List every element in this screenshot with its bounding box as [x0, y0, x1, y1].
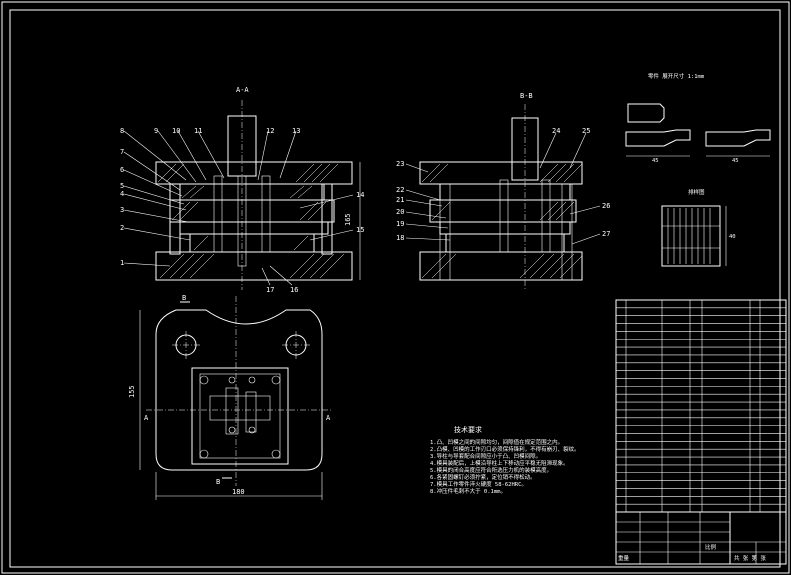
dim-overall-width: 180	[232, 488, 245, 496]
part-number-4: 4	[120, 190, 124, 198]
part-number-10: 10	[172, 127, 180, 135]
section-mark-a-left: A	[144, 414, 149, 422]
section-mark-b-bottom: B	[216, 478, 220, 486]
part-number-17: 17	[266, 286, 274, 294]
part-number-9: 9	[154, 127, 158, 135]
section-aa-view: A-A	[120, 86, 364, 294]
part-number-16: 16	[290, 286, 298, 294]
tech-note-5: 5.模具的闭合高度应符合所选压力机的装模高度。	[430, 466, 552, 474]
title-scale-label: 比例	[705, 543, 717, 551]
part-number-5: 5	[120, 182, 124, 190]
part-number-2: 2	[120, 224, 124, 232]
part-number-6: 6	[120, 166, 124, 174]
section-bb-view: B-B	[396, 92, 610, 290]
tech-title: 技术要求	[454, 425, 482, 434]
part-number-11: 11	[194, 127, 202, 135]
dim-detail-width-1: 45	[652, 158, 659, 164]
part-number-20: 20	[396, 208, 404, 216]
part-number-12: 12	[266, 127, 274, 135]
tech-note-4: 4.模具装配后，上模沿导柱上下移动应平稳无阻滞现象。	[430, 459, 569, 467]
part-number-18: 18	[396, 234, 404, 242]
tech-note-6: 6.各紧固螺钉必须拧紧，定位销不得松动。	[430, 473, 536, 481]
part-number-19: 19	[396, 220, 404, 228]
strip-layout-view: 排样图 40	[661, 188, 736, 267]
detail-label: 零件 展开尺寸 1:1mm	[648, 72, 705, 80]
bom-table	[615, 299, 787, 513]
part-number-7: 7	[120, 148, 124, 156]
part-number-1: 1	[120, 259, 124, 267]
title-block: 比例 重量 共 张 第 张	[615, 511, 787, 565]
dim-die-height: 165	[344, 213, 352, 226]
title-sheet-label: 共 张 第 张	[734, 554, 766, 562]
tech-note-1: 1.凸、凹模之间的间隙均匀，间隙值在规定范围之内。	[430, 438, 563, 446]
tech-note-3: 3.导柱与导套配合间隙应小于凸、凹模间隙。	[430, 452, 541, 460]
part-number-8: 8	[120, 127, 124, 135]
tech-note-2: 2.凸模、凹模的工作刃口必须保持锋利，不得有崩刃、裂纹。	[430, 445, 580, 453]
part-number-24: 24	[552, 127, 560, 135]
tech-note-7: 7.模具工作零件淬火硬度 58-62HRC。	[430, 480, 527, 488]
plan-view: B B A A 180 155	[128, 294, 332, 500]
part-number-27: 27	[602, 230, 610, 238]
tech-requirements: 技术要求 1.凸、凹模之间的间隙均匀，间隙值在规定范围之内。 2.凸模、凹模的工…	[430, 425, 580, 495]
title-weight-label: 重量	[618, 554, 630, 562]
inner-frame	[9, 9, 781, 568]
part-number-21: 21	[396, 196, 404, 204]
part-number-23: 23	[396, 160, 404, 168]
part-number-3: 3	[120, 206, 124, 214]
part-detail-view: 零件 展开尺寸 1:1mm 45 45	[625, 72, 771, 164]
dim-strip: 40	[729, 234, 736, 240]
section-mark-b-top: B	[182, 294, 186, 302]
part-number-25: 25	[582, 127, 590, 135]
dim-overall-height: 155	[128, 385, 136, 398]
section-mark-a-right: A	[326, 414, 331, 422]
section-aa-label: A-A	[236, 86, 249, 94]
part-number-22: 22	[396, 186, 404, 194]
part-number-26: 26	[602, 202, 610, 210]
dim-detail-width-2: 45	[732, 158, 739, 164]
tech-note-8: 8.冲压件毛刺不大于 0.1mm。	[430, 487, 506, 495]
strip-label: 排样图	[688, 188, 705, 196]
part-number-13: 13	[292, 127, 300, 135]
section-bb-label: B-B	[520, 92, 533, 100]
